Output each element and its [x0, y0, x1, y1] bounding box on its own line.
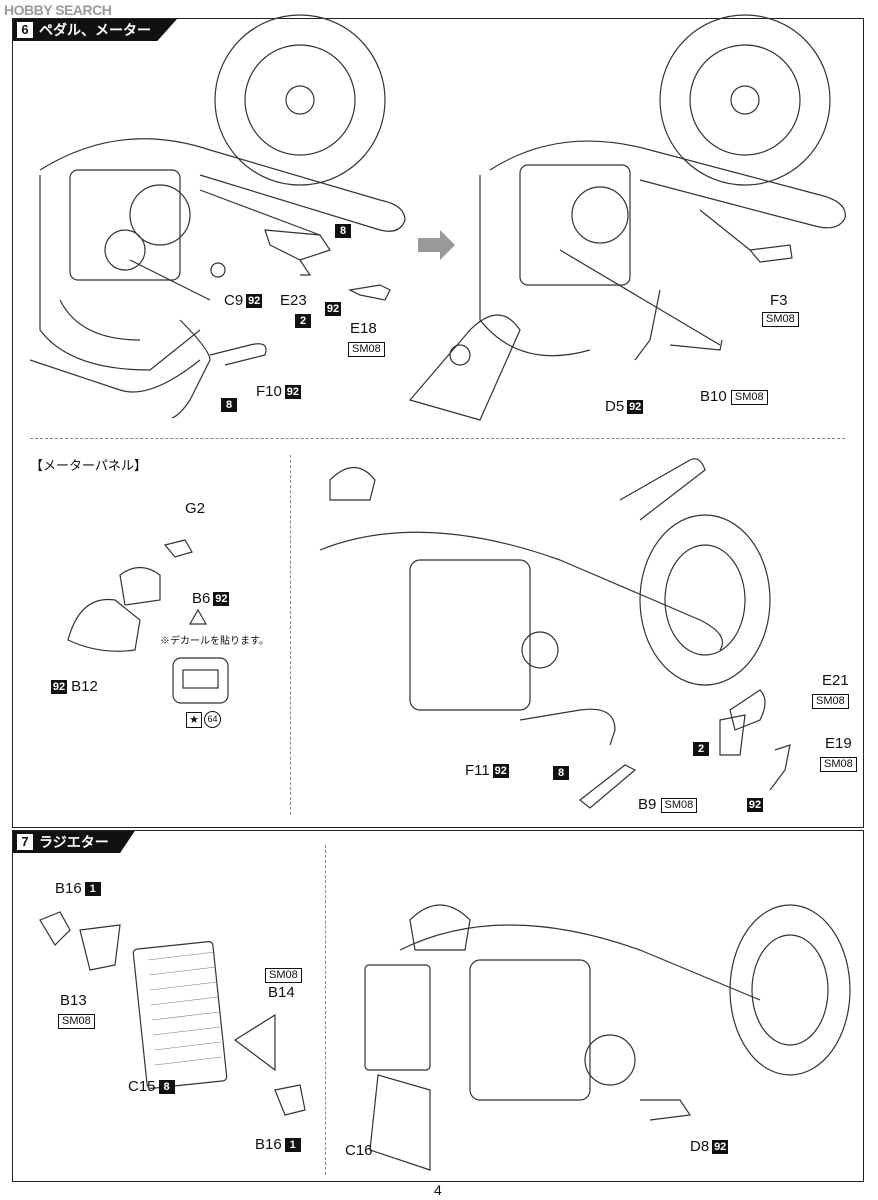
part-b13-label: B13 — [60, 992, 87, 1009]
b9-part — [579, 764, 637, 809]
e18-pedal-part — [348, 284, 391, 301]
bike-radiator-assembly — [399, 904, 851, 1101]
c16-part — [369, 1074, 431, 1171]
b12-part — [67, 598, 141, 652]
step6-header: 6 ペダル、メーター — [13, 19, 177, 41]
meter-display — [172, 657, 229, 704]
part-b13-sm: SM08 — [58, 1012, 95, 1029]
b13-part — [79, 924, 121, 971]
part-f3-sm: SM08 — [762, 310, 799, 327]
part-e21-label: E21 — [822, 672, 849, 689]
part-b14-sm: SM08 — [265, 966, 302, 983]
e19-pedal-part — [769, 744, 791, 791]
part-b9-label: B9 SM08 — [638, 796, 698, 813]
c9-part — [210, 262, 226, 278]
part-e19-sm: SM08 — [820, 755, 857, 772]
meter-divider — [290, 455, 291, 815]
part-b14-label: B14 — [268, 984, 295, 1001]
warning-triangle — [188, 608, 208, 625]
b14-part — [233, 1013, 276, 1072]
step6-panel — [12, 18, 864, 828]
e21-part — [729, 689, 766, 731]
part-f10-tag: 8 — [218, 396, 237, 413]
part-e23-label: E23 — [280, 292, 307, 309]
step7-header: 7 ラジエター — [13, 831, 135, 853]
b6-part — [119, 566, 161, 606]
part-f11-tag: 8 — [550, 764, 569, 781]
b16-top-part — [39, 911, 71, 946]
part-c16-label: C16 — [345, 1142, 373, 1159]
decal-star-icon: ★ — [186, 712, 202, 728]
step6-number: 6 — [17, 22, 33, 38]
decal-note: ※デカールを貼ります。 — [160, 636, 269, 647]
part-b10-label: B10 SM08 — [700, 388, 768, 405]
part-e18-sm: SM08 — [348, 340, 385, 357]
page-number: 4 — [434, 1182, 442, 1198]
f11-hose-part — [519, 708, 616, 746]
watermark: HOBBY SEARCH — [4, 2, 112, 18]
d8-part — [640, 1099, 692, 1121]
part-e19-badge: 92 — [747, 798, 763, 813]
b10-part — [669, 339, 723, 351]
step7-title: ラジエター — [39, 834, 109, 850]
part-e18-badge: 92 — [325, 302, 341, 317]
part-f3-label: F3 — [770, 292, 788, 309]
progress-arrow — [418, 230, 455, 260]
part-e19-label: E19 — [825, 735, 852, 752]
step7-panel — [12, 830, 864, 1182]
radiator-divider — [325, 845, 326, 1175]
part-e23-badge: 2 — [292, 312, 311, 329]
bike-engine-left — [29, 14, 406, 393]
decal-number: 64 — [204, 711, 221, 728]
radiator-installed — [364, 964, 431, 1071]
step6-divider — [30, 438, 845, 439]
e23-bracket-part — [264, 229, 331, 276]
step7-number: 7 — [17, 834, 33, 850]
bike-frame-lower — [319, 458, 771, 711]
bike-engine-right — [408, 14, 846, 421]
b16-bottom-part — [274, 1084, 306, 1116]
meter-panel-heading: 【メーターパネル】 — [30, 458, 147, 473]
step6-title: ペダル、メーター — [39, 22, 151, 38]
d5-part — [634, 289, 661, 361]
part-e23-tag: 8 — [332, 222, 351, 239]
part-e-badge2: 2 — [690, 740, 709, 757]
part-e18-label: E18 — [350, 320, 377, 337]
c15-radiator — [132, 940, 228, 1090]
f3-part — [748, 244, 793, 263]
part-e21-sm: SM08 — [812, 692, 849, 709]
g2-part — [163, 539, 193, 558]
part-b12-label: 92 B12 — [51, 678, 98, 695]
part-g2-label: G2 — [185, 500, 206, 517]
f10-hose-part — [171, 319, 267, 419]
e19-bracket-part — [719, 714, 746, 756]
